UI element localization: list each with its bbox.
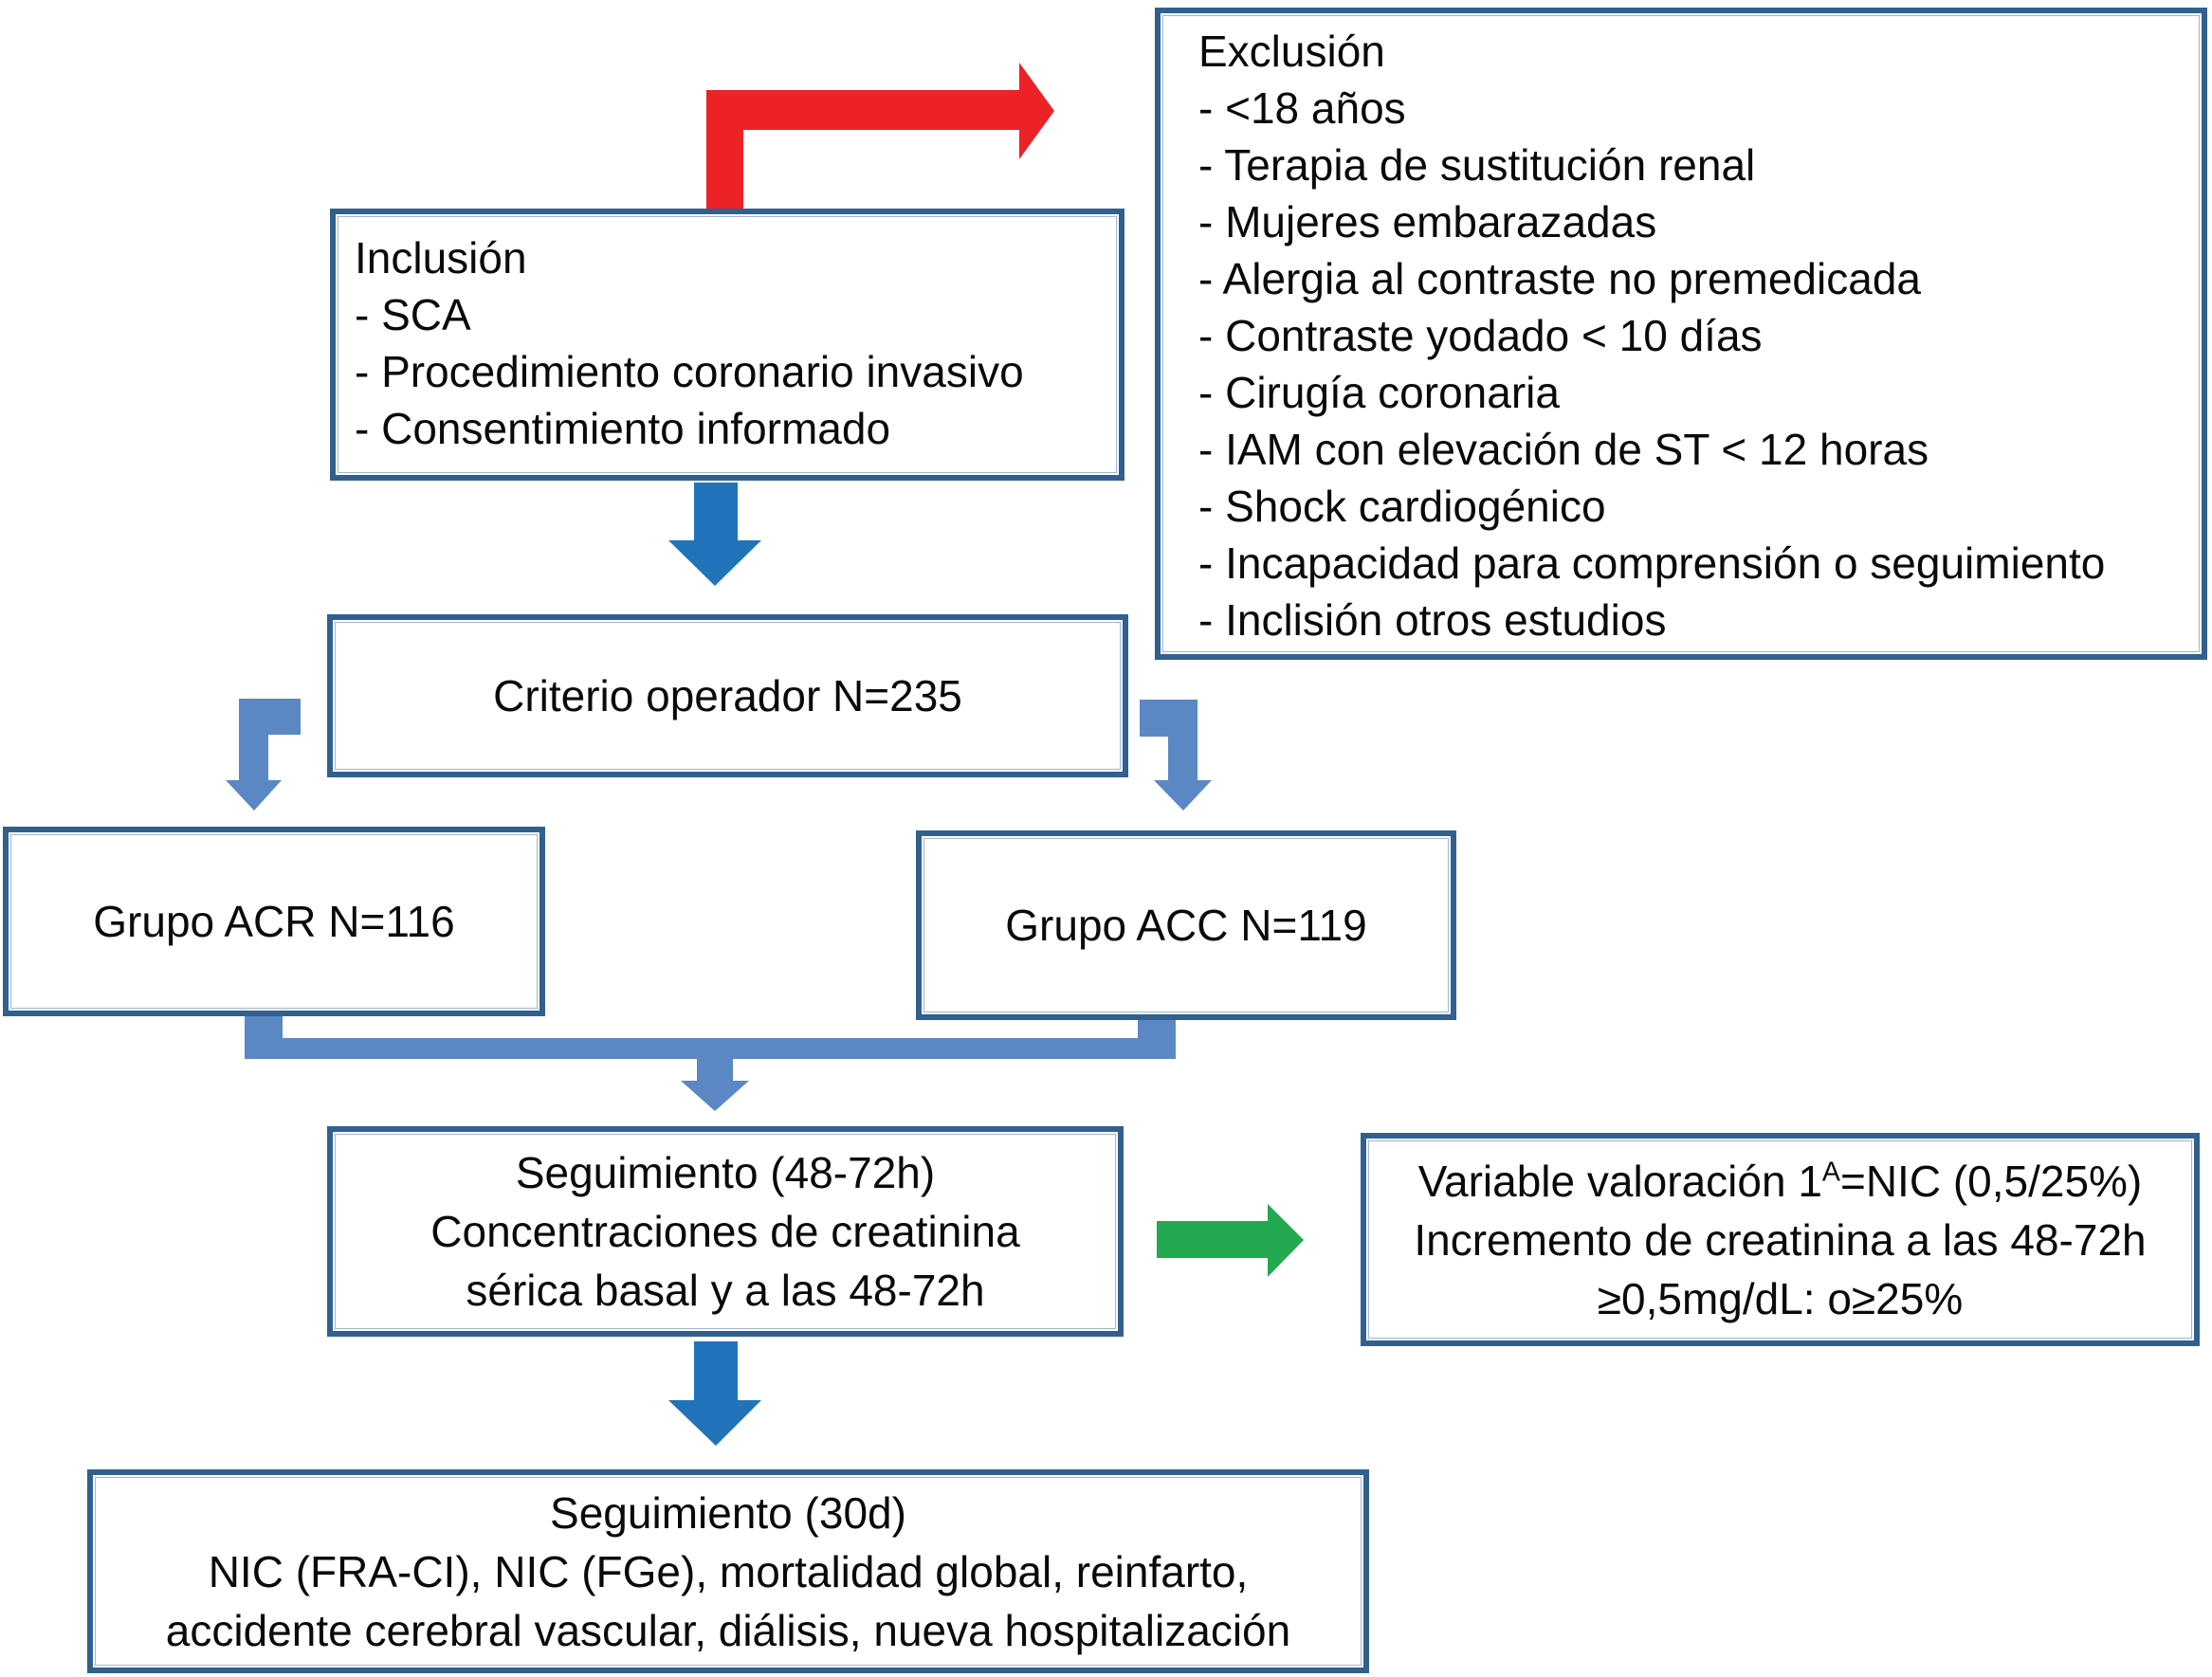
grupo-acc-label: Grupo ACC N=119 [1005, 901, 1367, 950]
elbow-arrow-criterio-to-acc [1140, 700, 1212, 811]
exclusion-item: - Cirugía coronaria [1198, 368, 1560, 417]
exclusion-item: - Contraste yodado < 10 días [1198, 311, 1763, 360]
variable-line1-superscript: A [1821, 1157, 1840, 1188]
criterio-operador-label: Criterio operador N=235 [493, 671, 962, 720]
seguimiento-30d-box: Seguimiento (30d) NIC (FRA-CI), NIC (FGe… [87, 1469, 1369, 1673]
seguimiento-48-72h-box: Seguimiento (48-72h) Concentraciones de … [327, 1126, 1124, 1337]
inclusion-item: - Consentimiento informado [355, 404, 891, 453]
seguimiento-30d-line: accidente cerebral vascular, diálisis, n… [165, 1605, 1291, 1655]
seguimiento-30d-line: NIC (FRA-CI), NIC (FGe), mortalidad glob… [208, 1546, 1249, 1596]
seguimiento-30d-line: Seguimiento (30d) [550, 1487, 906, 1538]
inclusion-item: - Procedimiento coronario invasivo [355, 347, 1024, 396]
variable-valoracion-line2: Incremento de creatinina a las 48-72h [1414, 1214, 2147, 1265]
exclusion-item: - <18 años [1198, 83, 1406, 133]
grupo-acc-box: Grupo ACC N=119 [916, 830, 1456, 1020]
grupo-acr-box: Grupo ACR N=116 [3, 827, 545, 1016]
grupo-acr-label: Grupo ACR N=116 [93, 897, 455, 946]
red-elbow-arrow-to-exclusion [706, 63, 1054, 210]
green-arrow-to-variable [1157, 1204, 1304, 1277]
down-arrow-inclusion-to-criterio [668, 483, 761, 586]
inclusion-box: Inclusión - SCA - Procedimiento coronari… [330, 209, 1124, 481]
down-arrow-seg48-to-seg30 [668, 1341, 761, 1446]
variable-valoracion-line1: Variable valoración 1A=NIC (0,5/25%) [1418, 1152, 2143, 1211]
seguimiento-48-72h-line: Concentraciones de creatinina [430, 1207, 1020, 1256]
variable-line1-pre: Variable valoración 1 [1417, 1156, 1822, 1206]
exclusion-item: - Shock cardiogénico [1198, 482, 1606, 531]
exclusion-title: Exclusión [1198, 27, 1385, 76]
exclusion-item: - IAM con elevación de ST < 12 horas [1198, 425, 1929, 474]
exclusion-item: - Inclisión otros estudios [1198, 595, 1667, 645]
seguimiento-48-72h-line: Seguimiento (48-72h) [515, 1148, 936, 1197]
merge-bracket-arrow [245, 1016, 1176, 1111]
inclusion-item: - SCA [355, 290, 471, 339]
inclusion-title: Inclusión [355, 233, 527, 283]
variable-valoracion-box: Variable valoración 1A=NIC (0,5/25%) Inc… [1361, 1133, 2200, 1346]
exclusion-item: - Incapacidad para comprensión o seguimi… [1198, 538, 2106, 588]
elbow-arrow-criterio-to-acr [226, 699, 301, 811]
exclusion-item: - Alergia al contraste no premedicada [1198, 254, 1921, 303]
variable-valoracion-line3: ≥0,5mg/dL: o≥25% [1597, 1273, 1964, 1323]
criterio-operador-box: Criterio operador N=235 [327, 614, 1128, 777]
seguimiento-48-72h-line: sérica basal y a las 48-72h [466, 1266, 985, 1315]
exclusion-item: - Mujeres embarazadas [1198, 197, 1657, 246]
exclusion-box: Exclusión - <18 años - Terapia de sustit… [1155, 8, 2207, 660]
exclusion-item: - Terapia de sustitución renal [1198, 140, 1756, 190]
variable-line1-post: =NIC (0,5/25%) [1839, 1156, 2143, 1206]
